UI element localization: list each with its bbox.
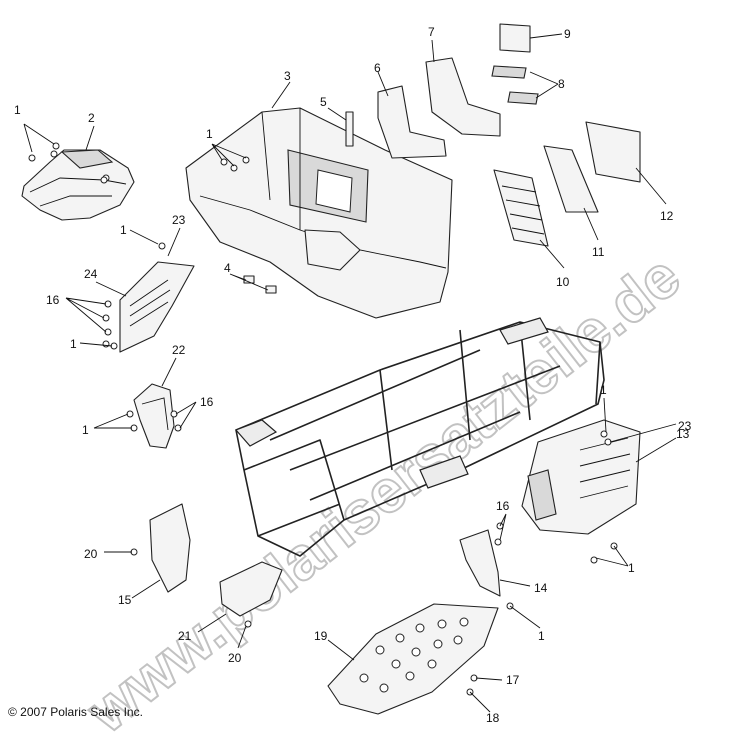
- callout-16: 16: [496, 499, 510, 513]
- callout-21: 21: [178, 629, 192, 643]
- callout-12: 12: [660, 209, 674, 223]
- part-19-skid-plate: [327, 603, 499, 715]
- callout-6: 6: [374, 61, 381, 75]
- callout-17: 17: [506, 673, 520, 687]
- callout-24: 24: [84, 267, 98, 281]
- part-24-side-panel: [119, 261, 195, 353]
- part-5-strip: [345, 111, 354, 147]
- part-7-block: [425, 57, 501, 137]
- callout-13: 13: [676, 427, 690, 441]
- callout-2: 2: [88, 111, 95, 125]
- callout-1: 1: [206, 127, 213, 141]
- callout-1: 1: [538, 629, 545, 643]
- callout-labels: 1 2 3 4 5 6 7 8 9 10 11 12 1 1 23 24 16 …: [14, 25, 692, 725]
- callout-5: 5: [320, 95, 327, 109]
- callout-7: 7: [428, 25, 435, 39]
- part-8-pad-lower: [507, 91, 539, 105]
- callout-1: 1: [82, 423, 89, 437]
- callout-3: 3: [284, 69, 291, 83]
- callout-15: 15: [118, 593, 132, 607]
- part-13-muffler-shield: [521, 419, 641, 535]
- callout-23: 23: [172, 213, 186, 227]
- copyright-notice: © 2007 Polaris Sales Inc.: [8, 705, 143, 719]
- part-2-front-cover: [21, 149, 135, 221]
- callout-16: 16: [46, 293, 60, 307]
- callout-1: 1: [70, 337, 77, 351]
- callout-20: 20: [228, 651, 242, 665]
- callout-1: 1: [628, 561, 635, 575]
- callout-4: 4: [224, 261, 231, 275]
- callout-1: 1: [120, 223, 127, 237]
- part-14-bracket: [459, 529, 501, 597]
- callout-16: 16: [200, 395, 214, 409]
- callout-18: 18: [486, 711, 500, 725]
- part-3-cargo-bed: [185, 107, 453, 319]
- callout-1: 1: [600, 383, 607, 397]
- part-9-pad: [499, 23, 531, 53]
- callout-23: 23: [678, 419, 692, 433]
- chassis-frame: [234, 317, 605, 557]
- part-15-shield: [149, 503, 191, 593]
- part-12-block: [585, 121, 641, 183]
- callout-19: 19: [314, 629, 328, 643]
- part-4-clips: [243, 275, 277, 294]
- part-10-grille: [493, 169, 549, 247]
- callout-8: 8: [558, 77, 565, 91]
- callout-1: 1: [14, 103, 21, 117]
- part-8-pad-upper: [491, 65, 527, 79]
- callout-9: 9: [564, 27, 571, 41]
- part-21-skid: [219, 561, 283, 617]
- leader-lines: [23, 33, 677, 713]
- callout-20: 20: [84, 547, 98, 561]
- callout-14: 14: [534, 581, 548, 595]
- part-6-panel: [377, 85, 447, 159]
- callout-22: 22: [172, 343, 186, 357]
- callout-11: 11: [592, 245, 605, 259]
- part-11-panel: [543, 145, 599, 213]
- callout-10: 10: [556, 275, 570, 289]
- part-22-bracket: [133, 383, 175, 449]
